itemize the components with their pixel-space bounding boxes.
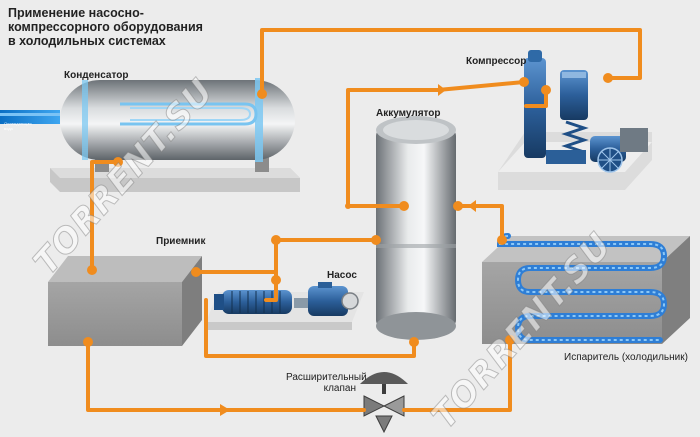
evaporator-coil-texture (498, 235, 666, 341)
condenser-coil-path (120, 102, 258, 126)
pump-label: Насос (327, 270, 357, 281)
condenser-band-right (255, 78, 263, 162)
evaporator (482, 233, 690, 344)
accumulator-seam (376, 244, 456, 248)
compressor-crank (546, 150, 586, 164)
pump-motor (308, 286, 348, 316)
receiver (48, 256, 202, 346)
cooling-water-line-2: вода (4, 126, 13, 131)
pipe-compressor-inner (524, 88, 548, 108)
pipe-junctions (83, 73, 613, 347)
pump-fins (231, 291, 281, 313)
pipes (86, 28, 642, 412)
valve-label-line-2: клапан (323, 383, 356, 394)
title-line-2: компрессорного оборудования (8, 20, 203, 34)
arrow-to-valve (220, 404, 230, 416)
condenser (0, 78, 300, 192)
accumulator-bottom (376, 312, 456, 340)
pipe-pump-to-accumulator (204, 298, 416, 358)
flow-arrows (220, 84, 476, 416)
compressor (498, 50, 652, 190)
pipe-condenser-to-receiver (90, 160, 120, 272)
pump-coupling (294, 298, 308, 308)
compressor-cylinder (560, 70, 588, 120)
compressor-spring (561, 120, 589, 154)
compressor-cylinder-highlight (562, 72, 586, 78)
cooling-water-line-1: Охлаждающая (4, 121, 32, 126)
pump-motor-box (318, 282, 332, 288)
compressor-label: Компрессор (466, 56, 527, 67)
cooling-water-label: Охлаждающая вода (4, 121, 32, 131)
receiver-side (182, 256, 202, 346)
accumulator-label: Аккумулятор (376, 108, 441, 119)
compressor-control-box (620, 128, 648, 152)
condenser-band-left (82, 80, 88, 160)
accumulator-tank (376, 128, 456, 328)
valve-label: Расширительный клапан (286, 372, 367, 394)
title-line-3: в холодильных системах (8, 34, 166, 48)
pump (206, 282, 364, 330)
pump-motor-endcap (341, 292, 359, 310)
pipe-valve-to-evaporator (402, 338, 512, 412)
diagram-title: Применение насосно- компрессорного обору… (8, 6, 238, 48)
pipe-receiver-to-valve (86, 344, 228, 412)
title-line-1: Применение насосно- (8, 6, 144, 20)
condenser-coil-inner (130, 107, 252, 121)
compressor-fan-blades (598, 148, 622, 172)
condenser-label: Конденсатор (64, 70, 129, 81)
arrow-to-compressor (438, 84, 446, 96)
accumulator-top-highlight (383, 120, 449, 140)
expansion-valve (360, 372, 408, 434)
receiver-label: Приемник (156, 236, 206, 247)
valve-cap (360, 372, 408, 384)
compressor-column-cap (528, 50, 542, 62)
valve-stem (382, 384, 386, 394)
cooling-water-highlight (0, 113, 60, 116)
evaporator-front (482, 262, 662, 344)
pump-base-front (206, 322, 352, 330)
condenser-base-top (50, 168, 300, 178)
pipe-evaporator-to-accumulator (456, 204, 504, 238)
valve-body-left (363, 395, 386, 417)
pump-flange (214, 294, 224, 310)
receiver-top (48, 256, 202, 282)
valve-body-right (382, 395, 405, 417)
valve-body-bottom (375, 415, 393, 434)
pipe-accumulator-to-compressor (346, 80, 526, 208)
evaporator-label: Испаритель (холодильник) (564, 352, 688, 363)
accumulator (376, 116, 456, 340)
evaporator-side (662, 236, 690, 344)
pipe-compressor-to-condenser (260, 28, 642, 92)
arrow-to-accumulator (468, 200, 476, 212)
valve-label-line-1: Расширительный (286, 372, 367, 383)
receiver-front (48, 282, 182, 346)
